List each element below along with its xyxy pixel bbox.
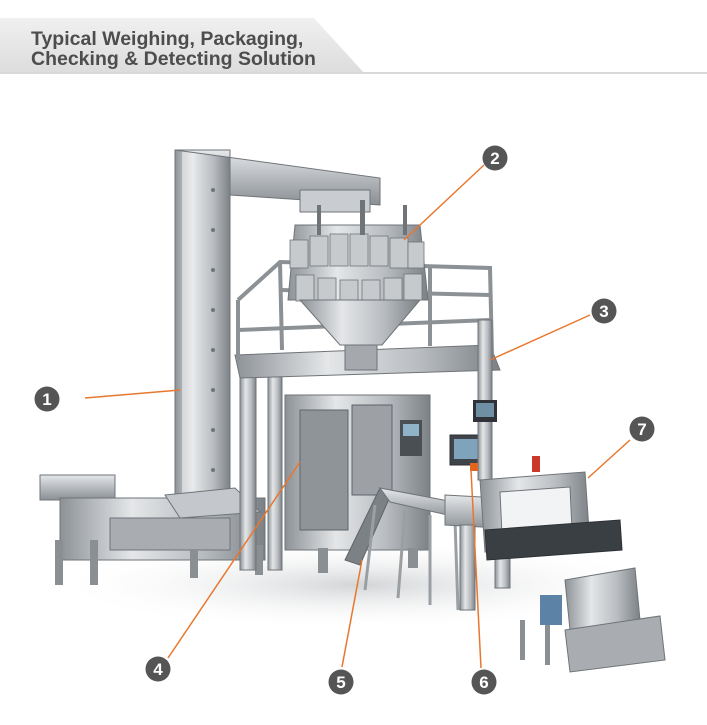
title-line-1: Typical Weighing, Packaging,: [31, 28, 304, 50]
leader-line-1: [84, 389, 181, 399]
marker-7-label: 7: [637, 420, 646, 439]
header-divider: [0, 72, 707, 74]
marker-4-label: 4: [153, 660, 163, 679]
marker-6-label: 6: [479, 673, 488, 692]
marker-7: 7: [629, 416, 655, 442]
leader-line-6: [470, 469, 482, 669]
marker-4: 4: [145, 656, 171, 682]
packaging-machine: [284, 394, 431, 573]
marker-3-label: 3: [599, 302, 608, 321]
marker-5-label: 5: [336, 673, 345, 692]
marker-1: 1: [34, 386, 60, 412]
page-title: Typical Weighing, Packaging, Checking & …: [31, 29, 316, 69]
marker-3: 3: [591, 298, 617, 324]
incline-conveyor: [39, 149, 381, 585]
header-tab: [0, 18, 365, 74]
multihead-weigher: [287, 200, 429, 371]
leader-line-2: [403, 164, 485, 241]
marker-2-label: 2: [490, 149, 499, 168]
leader-line-5: [341, 559, 363, 668]
marker-6: 6: [471, 669, 497, 695]
leader-line-3: [489, 314, 591, 361]
leader-line-4: [167, 461, 301, 659]
leader-line-7: [587, 439, 631, 479]
floor-shadow: [50, 540, 670, 630]
marker-5: 5: [328, 669, 354, 695]
output-conveyor: [344, 487, 471, 611]
marker-1-label: 1: [42, 390, 51, 409]
metal-detector: [479, 456, 666, 673]
title-line-2: Checking & Detecting Solution: [31, 48, 316, 70]
marker-2: 2: [482, 145, 508, 171]
leader-lines: [84, 164, 631, 669]
